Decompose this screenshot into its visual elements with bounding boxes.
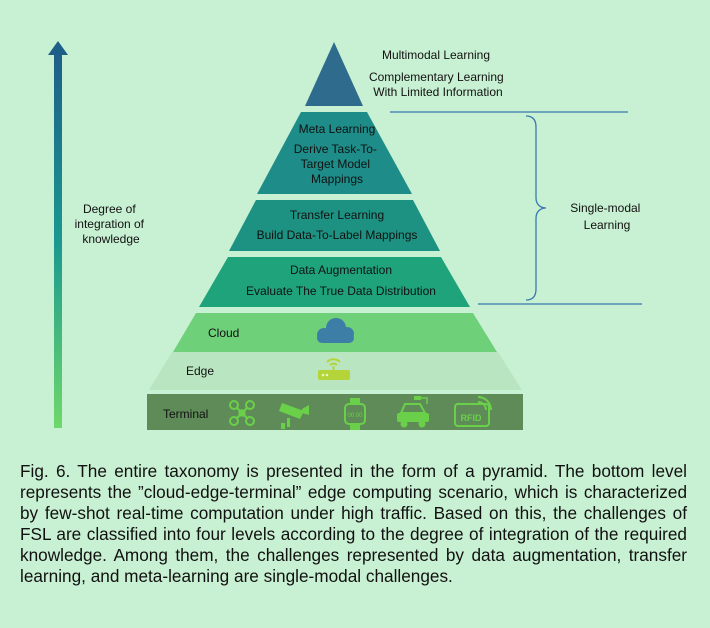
data-augmentation-desc: Evaluate The True Data Distribution [246, 284, 436, 298]
rfid-text: RFID [461, 413, 482, 423]
layer-multimodal [305, 42, 363, 106]
single-modal-label: Single-modal Learning [570, 201, 643, 232]
cloud-icon [317, 318, 354, 343]
knowledge-axis-arrow [48, 41, 68, 428]
layer-transfer-learning [229, 200, 440, 251]
router-icon [318, 358, 350, 380]
drone-icon [229, 400, 255, 426]
axis-label: Degree of integration of knowledge [75, 202, 148, 246]
layer-meta-learning [257, 112, 412, 194]
multimodal-title: Multimodal Learning [382, 48, 490, 62]
layer-data-augmentation [199, 257, 470, 307]
camera-icon [279, 403, 309, 429]
smartwatch-icon: 00:00 [344, 398, 366, 430]
meta-learning-title: Meta Learning [299, 122, 376, 136]
transfer-learning-title: Transfer Learning [290, 208, 384, 222]
meta-learning-desc: Derive Task-To- Target Model Mappings [294, 142, 380, 186]
rfid-icon: RFID [454, 396, 492, 427]
layer-terminal [147, 394, 523, 430]
single-modal-bracket [390, 111, 642, 305]
electric-car-icon [397, 396, 429, 428]
watch-time-text: 00:00 [347, 413, 363, 419]
cloud-label: Cloud [208, 326, 239, 340]
transfer-learning-desc: Build Data-To-Label Mappings [257, 228, 418, 242]
multimodal-desc: Complementary Learning With Limited Info… [369, 70, 507, 99]
terminal-label: Terminal [163, 407, 208, 421]
data-augmentation-title: Data Augmentation [290, 263, 392, 277]
pyramid-diagram: Degree of integration of knowledge Multi… [48, 41, 643, 430]
edge-label: Edge [186, 364, 214, 378]
figure-caption: Fig. 6. The entire taxonomy is presented… [20, 461, 687, 586]
